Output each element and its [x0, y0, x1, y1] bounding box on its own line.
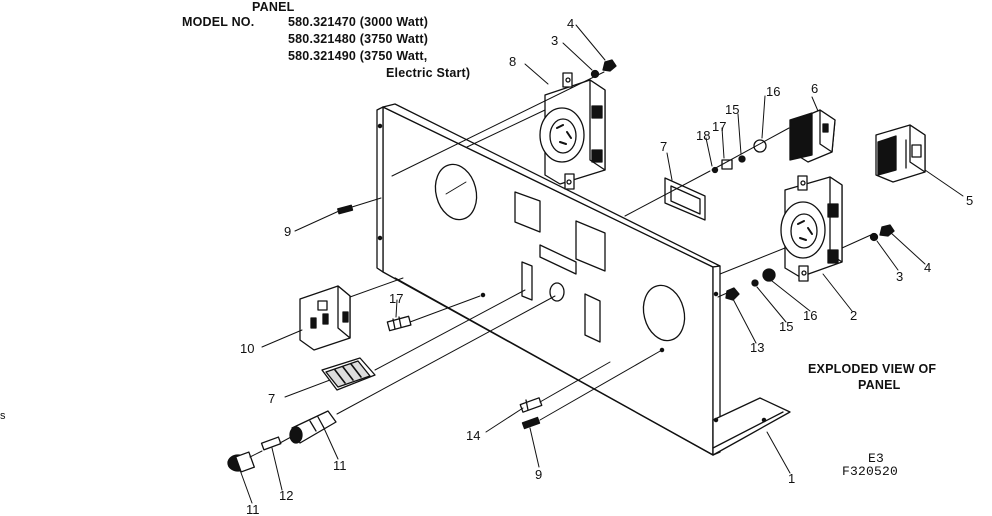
callout-4-upper: 4	[567, 16, 574, 31]
fuse-12	[260, 436, 282, 451]
callout-8: 8	[509, 54, 516, 69]
callout-9-lower: 9	[535, 467, 542, 482]
callout-7-upper: 7	[660, 139, 667, 154]
screw-14	[519, 397, 543, 413]
callout-7-lower: 7	[268, 391, 275, 406]
screw-9-lower	[521, 416, 541, 430]
callout-3-upper: 3	[551, 33, 558, 48]
callout-numbers: 4 3 8 6 16 15 17 18 7 5 9 17 10 7 11 12 …	[240, 16, 973, 516]
hardware-upper	[590, 59, 617, 79]
model-number-3-cont: Electric Start)	[386, 66, 471, 80]
callout-9-upper: 9	[284, 224, 291, 239]
callout-12: 12	[279, 488, 293, 503]
callout-14: 14	[466, 428, 480, 443]
leader-lines	[239, 24, 964, 504]
callout-17-lower: 17	[389, 291, 403, 306]
panel-title: PANEL	[252, 0, 295, 14]
callout-15-upper: 15	[725, 102, 739, 117]
figure-code-2: F320520	[842, 464, 899, 479]
caption-line-1: EXPLODED VIEW OF	[808, 362, 937, 376]
callout-10: 10	[240, 341, 254, 356]
model-number-1: 580.321470 (3000 Watt)	[288, 15, 429, 29]
receptacle-2	[780, 175, 843, 282]
screw-9-upper	[337, 204, 354, 215]
callout-11-lower: 11	[246, 502, 260, 516]
switch-6	[789, 109, 836, 163]
callout-18: 18	[696, 128, 710, 143]
bezel-7-upper	[664, 177, 706, 221]
callout-11-mid: 11	[333, 458, 347, 473]
callout-3-right: 3	[896, 269, 903, 284]
hardware-lower-right	[725, 268, 776, 301]
breaker-5	[875, 124, 926, 183]
callout-6: 6	[811, 81, 818, 96]
model-number-3: 580.321490 (3750 Watt,	[288, 49, 428, 63]
fuse-holder-11	[289, 410, 337, 444]
outlet-10	[299, 285, 351, 351]
model-number-label: MODEL NO.	[182, 15, 255, 29]
callout-1: 1	[788, 471, 795, 486]
callout-13: 13	[750, 340, 764, 355]
model-number-2: 580.321480 (3750 Watt)	[288, 32, 429, 46]
callout-17-upper: 17	[712, 119, 726, 134]
bezel-7-lower	[321, 357, 376, 391]
lamp-17-lower	[386, 315, 412, 332]
callout-15-lower: 15	[779, 319, 793, 334]
edge-mark: s	[0, 410, 6, 422]
callout-2: 2	[850, 308, 857, 323]
explode-lines	[249, 71, 874, 458]
callout-4-right: 4	[924, 260, 931, 275]
figure-code-1: E3	[868, 451, 885, 466]
callout-16-upper: 16	[766, 84, 780, 99]
caption-line-2: PANEL	[858, 378, 901, 392]
receptacle-8	[539, 72, 606, 190]
panel-cutouts	[434, 163, 686, 353]
fuse-cap-11	[227, 451, 255, 473]
callout-5: 5	[966, 193, 973, 208]
callout-16-lower: 16	[803, 308, 817, 323]
